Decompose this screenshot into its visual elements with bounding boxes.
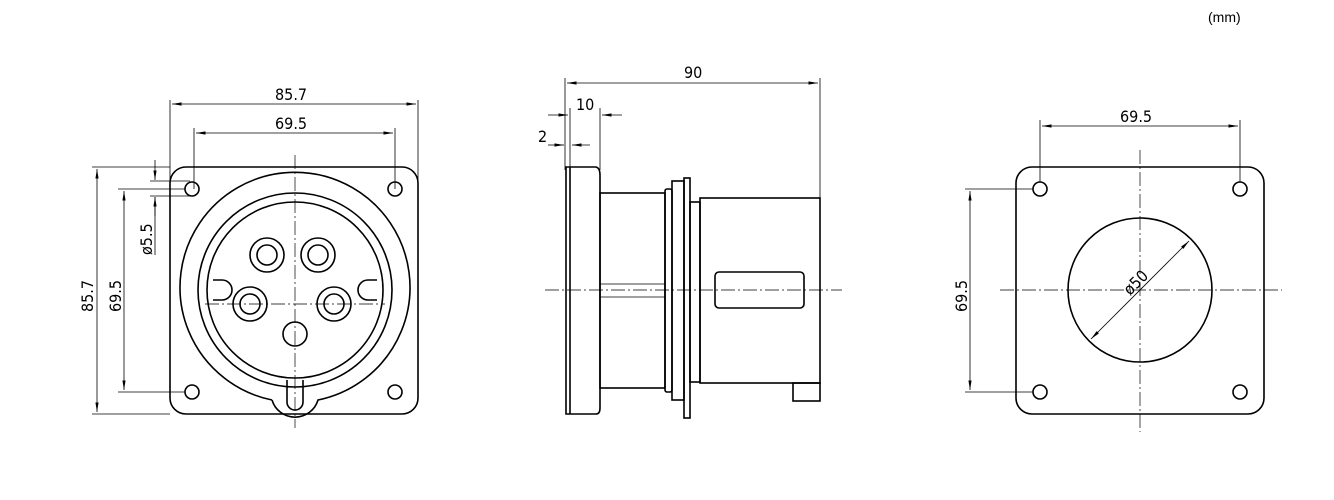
- dim-lip: 2: [538, 127, 547, 146]
- dim-hole-spacing-h: 69.5: [275, 114, 307, 133]
- dim-hole-diameter: ø5.5: [137, 223, 156, 255]
- side-view: 90 10 2: [538, 63, 842, 419]
- dim-width: 85.7: [275, 85, 307, 104]
- dim-hole-spacing-v: 69.5: [106, 280, 125, 312]
- rear-view: ø50 69.5 69.5: [952, 107, 1282, 432]
- dim-length: 90: [684, 63, 702, 82]
- dim-cutout-diameter: ø50: [1119, 266, 1152, 299]
- dim-hole-spacing-v: 69.5: [952, 280, 971, 312]
- dim-hole-spacing-h: 69.5: [1120, 107, 1152, 126]
- dim-height: 85.7: [78, 280, 97, 312]
- dim-flange: 10: [576, 95, 594, 114]
- unit-label: (mm): [1208, 9, 1241, 25]
- front-view: 85.7 69.5 85.7 69.5 ø5.5: [78, 85, 419, 428]
